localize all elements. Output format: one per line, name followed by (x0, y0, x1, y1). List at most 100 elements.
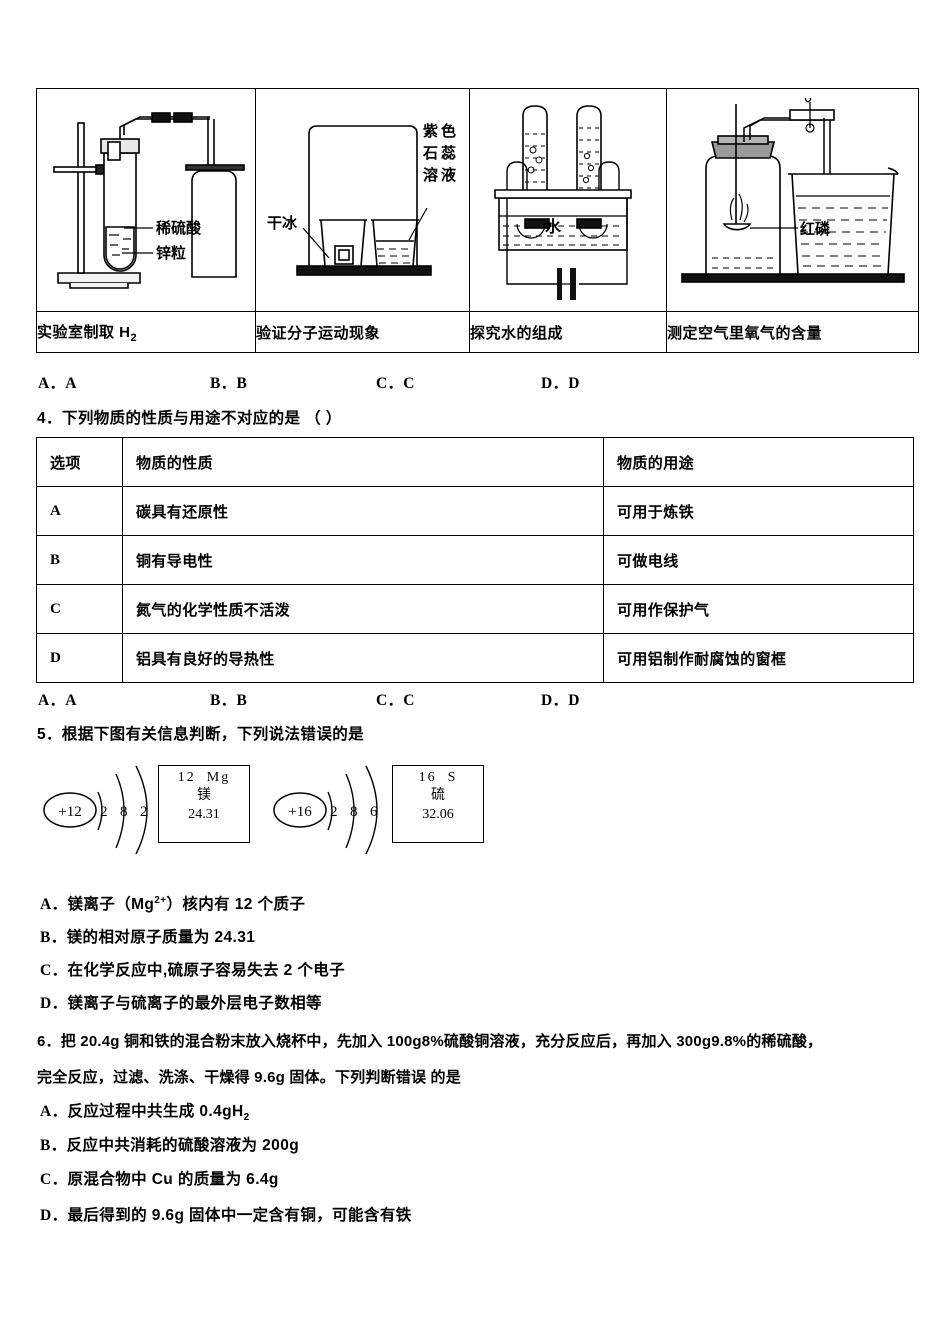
magnesium-shell-3: 2 (140, 804, 148, 820)
magnesium-atomic-mass: 24.31 (188, 806, 220, 822)
label-zinc-granules: 锌粒 (156, 244, 186, 262)
table-row: C 氮气的化学性质不活泼 可用作保护气 (36, 584, 914, 634)
sulfur-shell-2: 8 (350, 804, 358, 820)
q3-option-a[interactable]: A．A (38, 375, 77, 392)
q5-option-c-label: C． (40, 962, 68, 979)
label-dry-ice: 干冰 (267, 214, 298, 232)
element-box-sulfur: 16 S 硫 32.06 (392, 765, 484, 843)
row-a-use: 可用于炼铁 (603, 486, 914, 536)
q5-option-a-text-post: ）核内有 12 个质子 (166, 896, 306, 913)
atom-diagram-sulfur: +16 2 8 6 16 S 硫 32.06 (270, 762, 484, 859)
sulfur-atomic-mass: 32.06 (422, 806, 454, 822)
magnesium-shell-1: 2 (100, 804, 108, 820)
q5-option-a[interactable]: A．镁离子（Mg2+）核内有 12 个质子 (40, 892, 305, 914)
q6-option-b-label: B． (40, 1137, 67, 1154)
svg-text:紫: 紫 (423, 123, 438, 140)
q5-option-d[interactable]: D．镁离子与硫离子的最外层电子数相等 (40, 991, 322, 1013)
q6-option-d[interactable]: D．最后得到的 9.6g 固体中一定含有铜，可能含有铁 (40, 1203, 412, 1225)
header-property: 物质的性质 (122, 437, 604, 487)
q6-option-c-label: C． (40, 1171, 68, 1188)
experiment-caption-d: 测定空气里氧气的含量 (666, 311, 919, 353)
q5-option-b-text: 镁的相对原子质量为 24.31 (66, 929, 256, 946)
experiment-figure-cell-b: 干冰 紫色 石蕊 溶液 (255, 88, 470, 312)
label-purple-litmus-solution: 紫色 石蕊 溶液 (422, 122, 457, 184)
q5-option-a-text-pre: 镁离子（Mg (67, 896, 155, 913)
q5-option-b-label: B． (40, 929, 67, 946)
row-d-property: 铝具有良好的导热性 (122, 633, 604, 683)
electrolysis-apparatus-svg: 水 (494, 104, 632, 300)
q5-option-a-label: A． (40, 896, 68, 913)
experiment-captions-row: 实验室制取 H2 验证分子运动现象 探究水的组成 测定空气里氧气的含量 (36, 311, 919, 353)
table-row: D 铝具有良好的导热性 可用铝制作耐腐蚀的窗框 (36, 633, 914, 683)
row-b-property: 铜有导电性 (122, 535, 604, 585)
sulfur-shell-svg: +16 2 8 6 (273, 765, 378, 855)
magnesium-shell-svg: +12 2 8 2 (43, 765, 148, 855)
magnesium-chinese-name: 镁 (197, 788, 211, 804)
q5-option-c[interactable]: C．在化学反应中,硫原子容易失去 2 个电子 (40, 958, 345, 980)
q6-option-a-label: A． (40, 1103, 68, 1120)
row-c-property: 氮气的化学性质不活泼 (122, 584, 604, 634)
dry-ice-litmus-svg: 干冰 紫色 石蕊 溶液 (267, 122, 457, 276)
experiment-comparison-table: 稀硫酸 锌粒 (36, 88, 919, 353)
sulfur-shell-1: 2 (330, 804, 338, 820)
q6-option-c[interactable]: C．原混合物中 Cu 的质量为 6.4g (40, 1167, 279, 1189)
atom-diagram-magnesium: +12 2 8 2 12 Mg 镁 24.31 (40, 762, 250, 859)
q6-option-a[interactable]: A．反应过程中共生成 0.4gH2 (40, 1099, 250, 1123)
question4-options: A．A B．B C．C D．D (38, 688, 738, 710)
q3-option-c[interactable]: C．C (376, 375, 415, 392)
row-d-option: D (36, 633, 123, 683)
header-option: 选项 (36, 437, 123, 487)
experiment-caption-c: 探究水的组成 (469, 311, 667, 353)
hydrogen-generation-figure: 稀硫酸 锌粒 (37, 89, 255, 311)
question4-stem: 4．下列物质的性质与用途不对应的是 （ ） (37, 410, 342, 427)
q4-option-b[interactable]: B．B (210, 692, 248, 709)
q6-option-b[interactable]: B．反应中共消耗的硫酸溶液为 200g (40, 1133, 299, 1155)
label-dilute-sulfuric-acid: 稀硫酸 (156, 219, 202, 237)
label-red-phosphorus: 红磷 (800, 220, 831, 238)
q4-option-a[interactable]: A．A (38, 692, 77, 709)
experiment-caption-b: 验证分子运动现象 (255, 311, 470, 353)
label-water: 水 (545, 217, 562, 236)
q6-option-d-text: 最后得到的 9.6g 固体中一定含有铜，可能含有铁 (67, 1207, 412, 1224)
q6-option-c-text: 原混合物中 Cu 的质量为 6.4g (67, 1171, 279, 1188)
q3-option-b[interactable]: B．B (210, 375, 248, 392)
experiment-figures-row: 稀硫酸 锌粒 (36, 88, 919, 312)
row-d-use: 可用铝制作耐腐蚀的窗框 (603, 633, 914, 683)
row-c-use: 可用作保护气 (603, 584, 914, 634)
molecular-motion-figure: 干冰 紫色 石蕊 溶液 (256, 89, 469, 311)
magnesium-shell-2: 8 (120, 804, 128, 820)
q5-option-d-text: 镁离子与硫离子的最外层电子数相等 (67, 995, 322, 1012)
hydrogen-apparatus-svg: 稀硫酸 锌粒 (53, 112, 245, 289)
row-a-option: A (36, 486, 123, 536)
question6-stem-line2: 完全反应，过滤、洗涤、干燥得 9.6g 固体。下列判断错误 的是 (37, 1069, 461, 1086)
sulfur-chinese-name: 硫 (431, 788, 445, 804)
q4-option-d[interactable]: D．D (541, 692, 580, 709)
caption-text-a: 实验室制取 H (37, 323, 131, 341)
sulfur-number-symbol: 16 S (418, 770, 458, 785)
water-electrolysis-figure: 水 (470, 89, 666, 311)
q6-option-d-label: D． (40, 1207, 68, 1224)
q4-option-c[interactable]: C．C (376, 692, 415, 709)
svg-text:液: 液 (441, 166, 457, 184)
question3-options: A．A B．B C．C D．D (38, 371, 738, 393)
q6-option-a-subscript: 2 (243, 1112, 250, 1124)
svg-text:石: 石 (422, 145, 438, 162)
sulfur-nucleus-charge: +16 (288, 804, 312, 820)
q6-option-b-text: 反应中共消耗的硫酸溶液为 200g (66, 1137, 300, 1154)
row-a-property: 碳具有还原性 (122, 486, 604, 536)
element-box-magnesium: 12 Mg 镁 24.31 (158, 765, 250, 843)
atom-structure-diagrams: +12 2 8 2 12 Mg 镁 24.31 (40, 762, 560, 857)
q3-option-d[interactable]: D．D (541, 375, 580, 392)
row-b-use: 可做电线 (603, 535, 914, 585)
caption-subscript-a: 2 (130, 331, 138, 344)
table-header-row: 选项 物质的性质 物质的用途 (36, 437, 914, 487)
experiment-figure-cell-a: 稀硫酸 锌粒 (36, 88, 256, 312)
q5-option-b[interactable]: B．镁的相对原子质量为 24.31 (40, 925, 255, 947)
q5-option-d-label: D． (40, 995, 68, 1012)
oxygen-content-figure: 红磷 (667, 89, 918, 311)
q5-option-c-text: 在化学反应中,硫原子容易失去 2 个电子 (67, 962, 346, 979)
row-c-option: C (36, 584, 123, 634)
q6-option-a-text-pre: 反应过程中共生成 0.4gH (67, 1103, 244, 1120)
question5-stem: 5．根据下图有关信息判断，下列说法错误的是 (37, 726, 365, 743)
